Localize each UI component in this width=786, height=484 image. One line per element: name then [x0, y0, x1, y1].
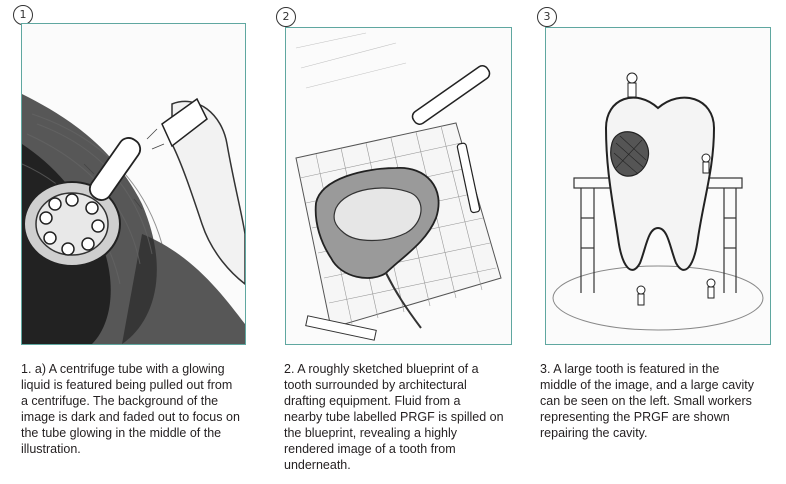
- panel-number-1: 1: [13, 5, 33, 25]
- panel-caption-2: 2. A roughly sketched blueprint of a too…: [284, 362, 504, 472]
- panel-frame-1: [21, 23, 246, 345]
- centrifuge-tube-sketch: [22, 94, 245, 344]
- panel-number-2: 2: [276, 7, 296, 27]
- tooth-blueprint-sketch: [295, 32, 502, 341]
- panel-caption-1: 1. a) A centrifuge tube with a glowing l…: [21, 362, 240, 456]
- panel-frame-2: [285, 27, 512, 345]
- panel-caption-3: 3. A large tooth is featured in the midd…: [540, 362, 755, 440]
- panel-number-3: 3: [537, 7, 557, 27]
- tooth-repair-sketch: [552, 72, 764, 331]
- panel-frame-3: [545, 27, 771, 345]
